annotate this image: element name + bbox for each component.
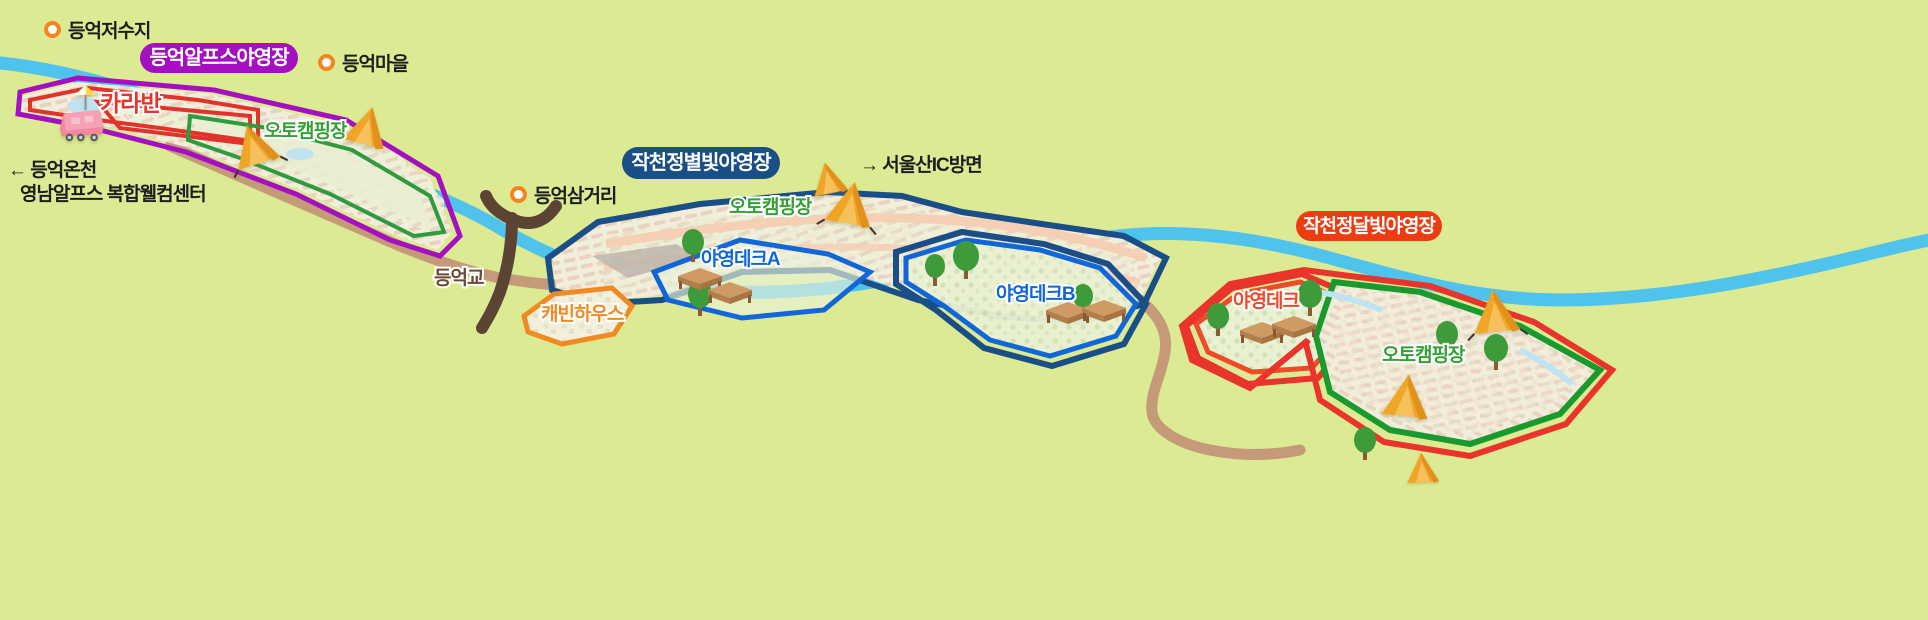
poi-label: 등억마을 <box>342 54 409 75</box>
tree-icon <box>1354 427 1376 460</box>
tent-icon <box>1381 374 1428 420</box>
caption-caravan: 카라반 <box>98 90 164 117</box>
tent-icon <box>1407 452 1440 484</box>
caption-deungeok-bridge: 등억교 <box>432 267 486 290</box>
caption-camp-deck-east: 야영데크 <box>1231 290 1302 313</box>
poi-dot-icon <box>510 186 527 203</box>
label-jakcheonjeong-moonlight-campground[interactable]: 작천정달빛야영장 <box>1296 211 1442 241</box>
tent-icon <box>342 107 384 150</box>
caption-cabin-house: 캐빈하우스 <box>539 303 626 326</box>
label-text: 작천정달빛야영장 <box>1303 215 1436 237</box>
tree-icon <box>1298 280 1322 316</box>
center-campground-area <box>521 188 1170 370</box>
poi-label: 등억저수지 <box>68 21 151 42</box>
picnic-deck-icon <box>1082 300 1126 322</box>
tree-icon <box>953 241 979 279</box>
label-text: 등억알프스야영장 <box>149 47 289 69</box>
poi-deungeok-samgeori[interactable]: 등억삼거리 <box>510 181 617 208</box>
picnic-deck-icon <box>708 282 752 304</box>
caption-camp-deck-b: 야영데크B <box>994 283 1078 306</box>
tent-icon <box>1467 289 1529 342</box>
picnic-deck-icon <box>1272 316 1316 338</box>
caravan-icon <box>59 85 104 142</box>
direction-seoulsan-ic: → 서울산IC방면 <box>860 155 983 176</box>
tree-icon <box>682 229 704 262</box>
poi-deungeok-village[interactable]: 등억마을 <box>318 49 409 76</box>
caption-camp-deck-a: 야영데크A <box>699 248 783 271</box>
tree-icon <box>1436 321 1458 354</box>
tent-icon <box>814 162 849 197</box>
poi-dot-icon <box>318 54 335 71</box>
picnic-deck-icon <box>678 268 722 290</box>
tree-icon <box>1207 303 1229 336</box>
tree-icon <box>1484 334 1508 370</box>
label-deungeok-alps-campground[interactable]: 등억알프스야영장 <box>140 43 298 73</box>
poi-dot-icon <box>44 21 61 38</box>
direction-deungeok-hotspring: ← 등억온천 <box>8 160 97 181</box>
direction-yeongnam-alps-welcome-center: 영남알프스 복합웰컴센터 <box>20 184 207 205</box>
tent-icon <box>816 181 877 236</box>
label-jakcheonjeong-starlight-campground[interactable]: 작천정별빛야영장 <box>622 147 780 179</box>
caption-auto-camping-west: 오토캠핑장 <box>262 120 349 143</box>
poi-deungeok-reservoir[interactable]: 등억저수지 <box>44 16 151 43</box>
poi-label: 등억삼거리 <box>534 186 617 207</box>
label-text: 작천정별빛야영장 <box>631 152 771 174</box>
tree-icon <box>925 254 945 286</box>
tent-icon <box>233 125 289 179</box>
caption-auto-camping-east: 오토캠핑장 <box>1380 344 1467 367</box>
caption-auto-camping-center: 오토캠핑장 <box>727 196 814 219</box>
